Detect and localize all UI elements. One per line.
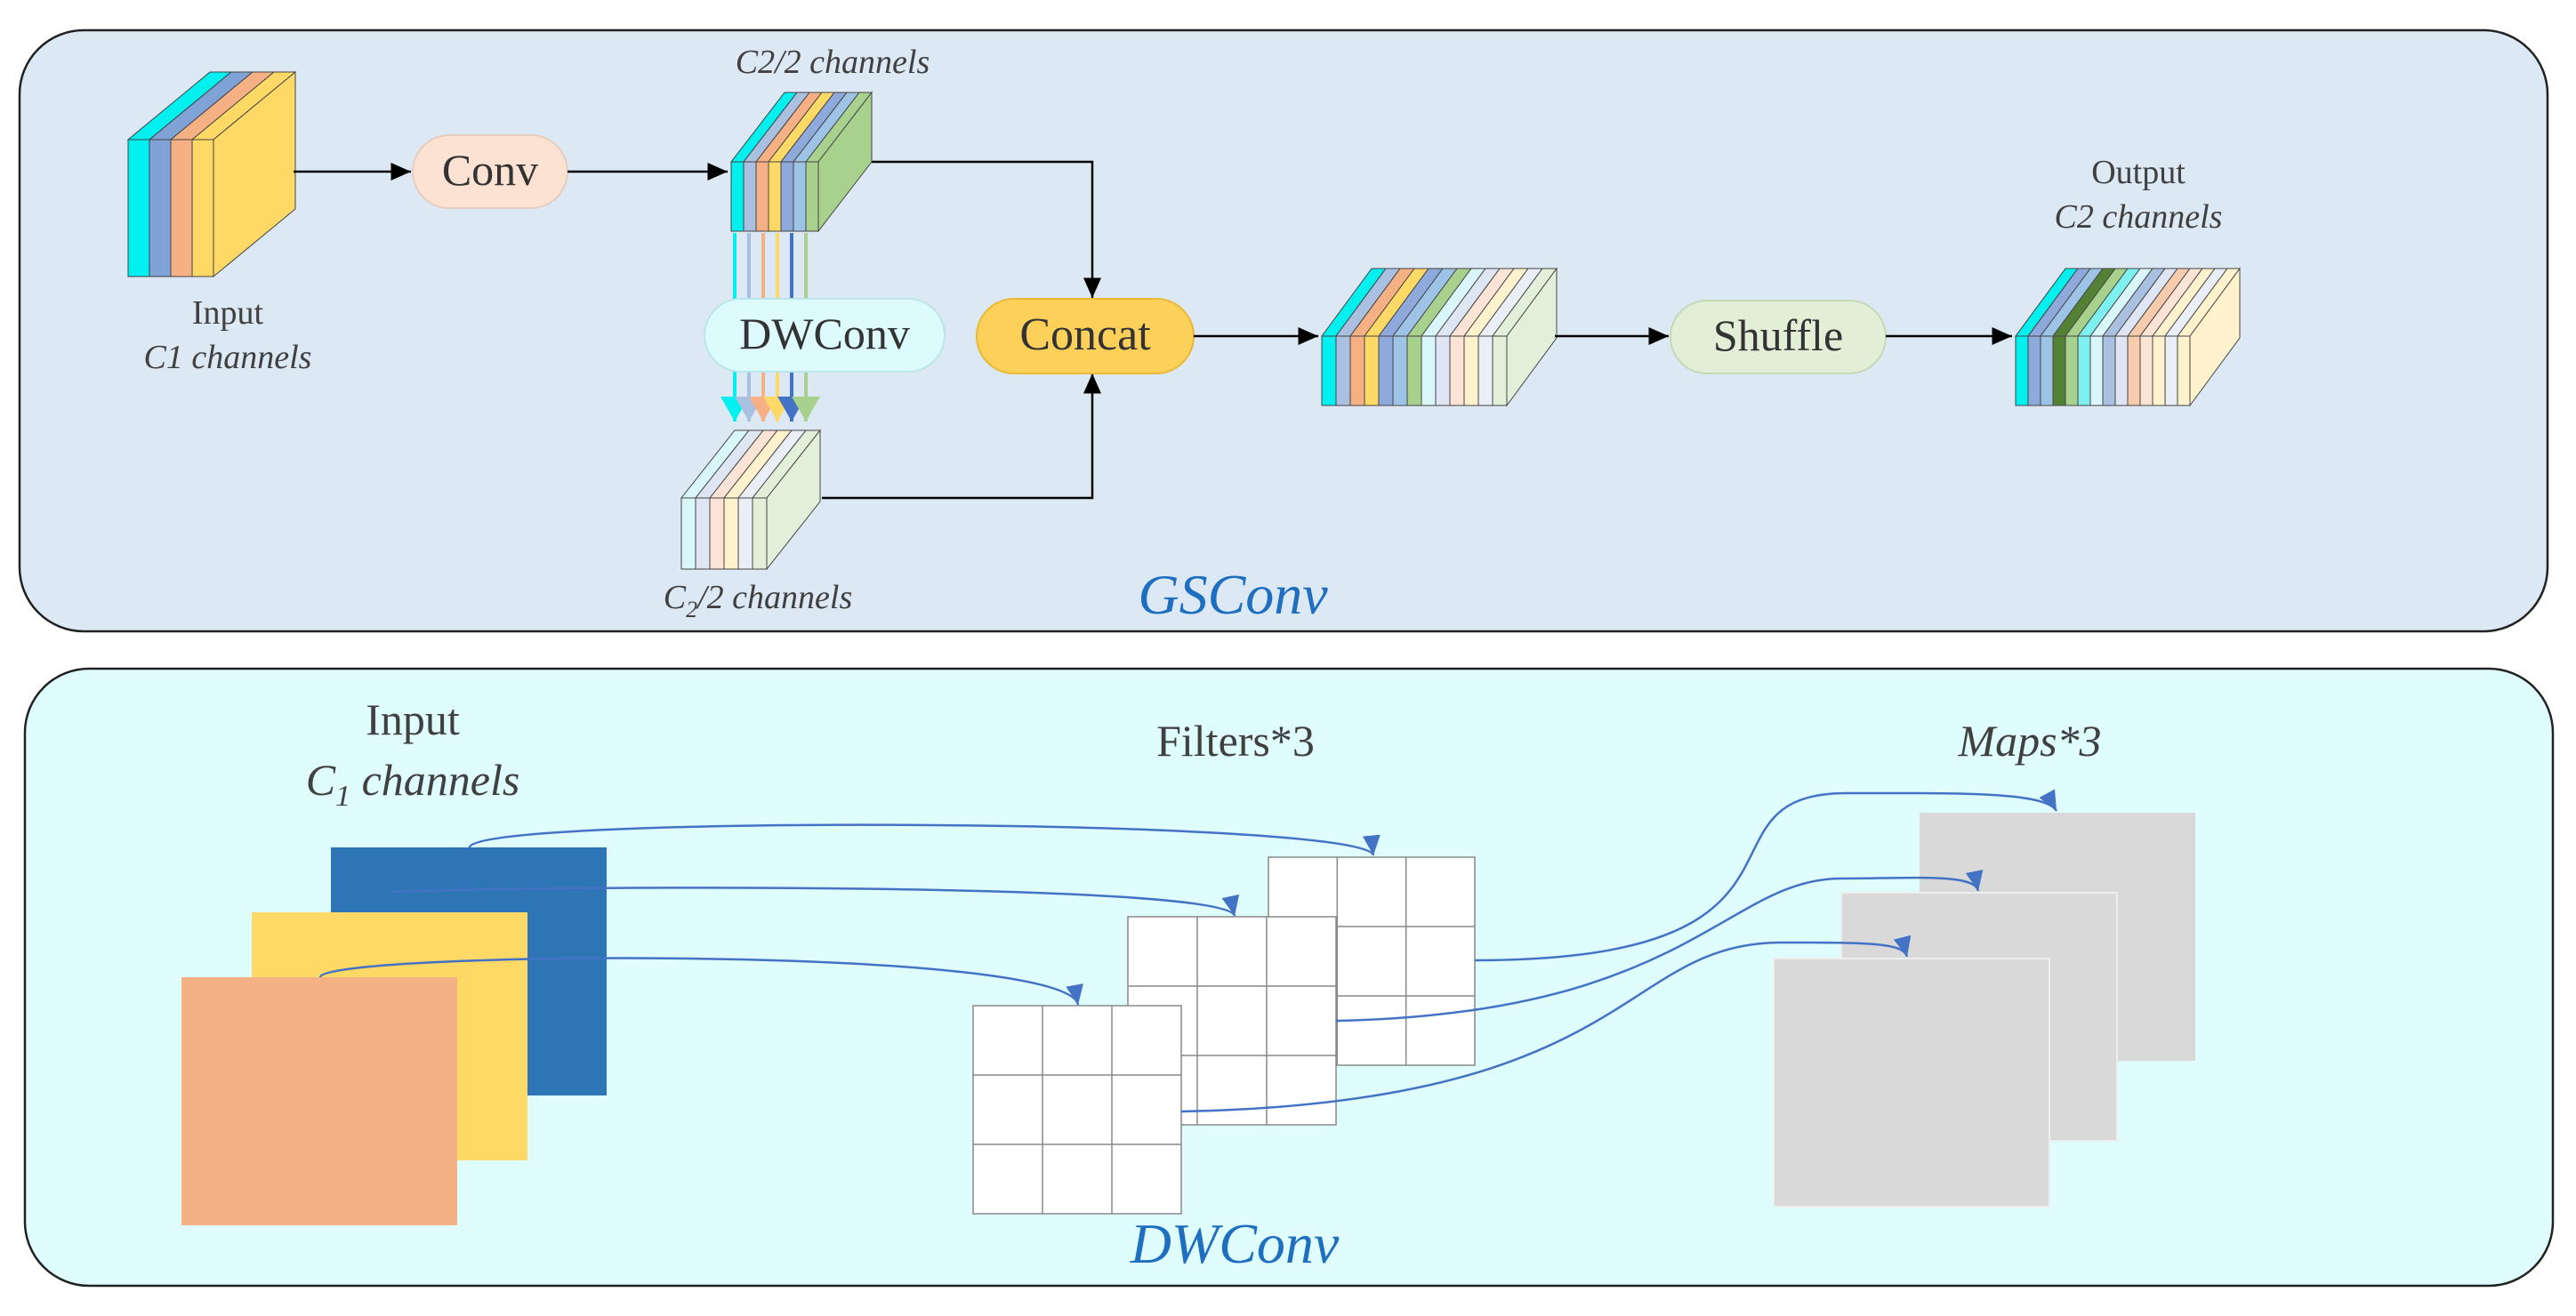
concat-channel-stripe-12 xyxy=(1477,335,1493,406)
half-top-channel-stripe-7 xyxy=(805,161,819,232)
half-feature-block-bottom xyxy=(680,429,822,571)
concat-channel-stripe-1 xyxy=(1321,335,1337,406)
half-bottom-channel-stripe-6 xyxy=(752,497,768,570)
concat-channel-stripe-5 xyxy=(1378,335,1394,406)
output-channel-stripe-7 xyxy=(2089,335,2104,406)
input-channel-stripe-2 xyxy=(149,139,172,277)
output-feature-block xyxy=(2015,267,2241,407)
half-bottom-channel-stripe-1 xyxy=(680,497,696,570)
output-channel-stripe-3 xyxy=(2040,335,2054,406)
input-channel-stripe-4 xyxy=(191,139,214,277)
arrow-half-top-to-concat xyxy=(872,160,1101,298)
connector-input1-to-filter1 xyxy=(318,957,1083,1006)
output-channel-stripe-4 xyxy=(2052,335,2066,406)
half-top-channel-stripe-5 xyxy=(780,161,794,232)
filter-grids xyxy=(972,856,1476,1215)
output-channel-stripe-2 xyxy=(2027,335,2041,406)
half-top-channel-stripe-4 xyxy=(768,161,782,232)
half-bottom-channel-stripe-4 xyxy=(723,497,739,570)
output-map-1 xyxy=(1773,958,2050,1208)
maps-label: Maps*3 xyxy=(1957,716,2101,766)
output-label: Output xyxy=(2091,154,2186,191)
filter-grid-1 xyxy=(972,1005,1182,1215)
concat-channel-stripe-7 xyxy=(1406,335,1422,406)
connector-filter1-to-map1 xyxy=(1180,935,1912,1113)
dwconv-node xyxy=(704,298,946,373)
dwconv-panel: Input C1 channels Filters*3 Maps*3 DWCon… xyxy=(23,667,2555,1288)
connector-input2-to-filter2 xyxy=(390,887,1239,917)
half-feature-block-top xyxy=(729,91,873,233)
dw-input-channels-label: C1 channels xyxy=(306,755,520,813)
dw-input-label: Input xyxy=(366,694,460,744)
output-channel-stripe-12 xyxy=(2152,335,2166,406)
shuffle-label: Shuffle xyxy=(1713,310,1843,360)
half-bottom-channel-stripe-2 xyxy=(695,497,711,570)
output-channel-stripe-6 xyxy=(2077,335,2091,406)
concat-channel-stripe-10 xyxy=(1449,335,1465,406)
gsconv-panel: Input C1 channels Conv C2/2 channels DWC… xyxy=(18,28,2549,633)
connector-input3-to-filter3 xyxy=(468,823,1381,856)
connector-filter2-to-map2 xyxy=(1335,869,1984,1023)
gsconv-title: GSConv xyxy=(1138,563,1328,626)
gsconv-panel-bg xyxy=(18,28,2549,633)
input-channel-stripe-1 xyxy=(127,139,150,277)
filters-label: Filters*3 xyxy=(1156,716,1315,766)
conv-label: Conv xyxy=(442,145,538,195)
output-channel-stripe-10 xyxy=(2127,335,2141,406)
concat-label: Concat xyxy=(1019,309,1151,360)
output-channel-stripe-11 xyxy=(2139,335,2153,406)
half-top-channel-stripe-6 xyxy=(793,161,807,232)
concat-channel-stripe-13 xyxy=(1492,335,1508,406)
output-channel-stripe-14 xyxy=(2177,335,2191,406)
input-channel-stripe-3 xyxy=(170,139,193,277)
concat-channel-stripe-3 xyxy=(1349,335,1365,406)
input-channels-label: C1 channels xyxy=(144,339,312,376)
connector-filter3-to-map3 xyxy=(1474,789,2058,962)
concat-channel-stripe-11 xyxy=(1463,335,1479,406)
half-top-channel-stripe-2 xyxy=(743,161,757,232)
output-channel-stripe-8 xyxy=(2102,335,2116,406)
concat-channel-stripe-9 xyxy=(1435,335,1451,406)
half-bottom-channel-stripe-3 xyxy=(709,497,725,570)
half-bottom-channels-label: C2/2 channels xyxy=(664,579,853,622)
output-channel-stripe-1 xyxy=(2015,335,2029,406)
output-channel-stripe-5 xyxy=(2065,335,2079,406)
output-channels-label: C2 channels xyxy=(2055,198,2223,236)
concat-channel-stripe-8 xyxy=(1421,335,1437,406)
dwconv-title: DWConv xyxy=(1130,1212,1340,1275)
arrow-dwconv-to-concat xyxy=(822,373,1101,500)
concat-channel-stripe-6 xyxy=(1392,335,1408,406)
output-channel-stripe-13 xyxy=(2164,335,2178,406)
dwconv-node-label: DWConv xyxy=(739,309,910,358)
dw-input-channel-1 xyxy=(181,977,457,1225)
half-bottom-channel-stripe-5 xyxy=(737,497,753,570)
half-top-channels-label: C2/2 channels xyxy=(736,44,930,81)
output-channel-stripe-9 xyxy=(2114,335,2129,406)
half-top-channel-stripe-1 xyxy=(730,161,745,232)
input-label: Input xyxy=(192,294,264,332)
concat-feature-block xyxy=(1321,267,1558,407)
concat-channel-stripe-4 xyxy=(1364,335,1380,406)
concat-channel-stripe-2 xyxy=(1335,335,1351,406)
input-feature-block xyxy=(126,70,297,278)
half-top-channel-stripe-3 xyxy=(755,161,769,232)
